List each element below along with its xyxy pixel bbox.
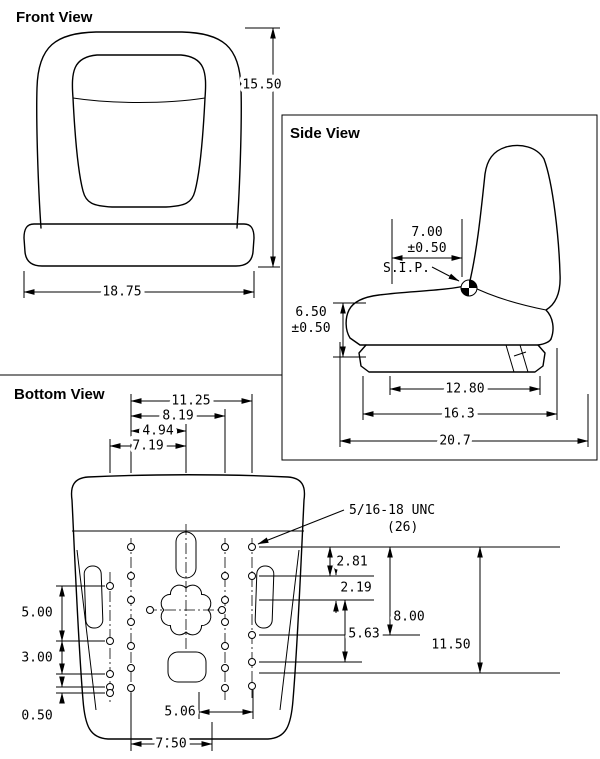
cushion-length-dim-label: 16.3 xyxy=(443,407,474,422)
sip-label: S.I.P. xyxy=(383,261,430,276)
right-dim-1-label: 2.81 xyxy=(336,555,367,570)
front-view-title: Front View xyxy=(16,9,93,26)
mounting-holes xyxy=(106,543,256,697)
side-view-title: Side View xyxy=(290,125,360,142)
lower-cutout xyxy=(167,651,207,683)
front-height-dimension: 15.50 xyxy=(238,27,286,268)
side-view: Side View S.I.P. 7.00 ±0.50 xyxy=(287,125,589,453)
thread-callout: 5/16-18 UNC (26) xyxy=(257,499,439,545)
bottom-dim-2-label: 7.50 xyxy=(155,737,186,752)
bottom-bottom-dimensions: 5.06 7.50 xyxy=(130,690,254,756)
right-dim-5-label: 11.50 xyxy=(431,638,470,653)
front-cushion-outline xyxy=(23,223,255,267)
bottom-top-dimensions: 11.25 8.19 4.94 7.19 xyxy=(109,390,253,473)
side-cushion-length-dimension: 16.3 xyxy=(362,348,558,426)
left-dim-2-label: 3.00 xyxy=(21,651,52,666)
left-dim-3-label: 0.50 xyxy=(21,709,52,724)
front-backrest-inset xyxy=(71,54,207,208)
bottom-dim-1-label: 5.06 xyxy=(164,705,195,720)
seat-height-tol-label: ±0.50 xyxy=(291,321,330,336)
top-dim-3-label: 4.94 xyxy=(142,424,173,439)
side-seat-height-dimension: 6.50 ±0.50 xyxy=(287,301,366,358)
right-rail-slot xyxy=(254,565,275,629)
front-width-dim-label: 18.75 xyxy=(102,285,141,300)
side-overall-length-dimension: 20.7 xyxy=(339,342,589,453)
left-rail-slot xyxy=(83,565,104,629)
bottom-left-dimensions: 5.00 3.00 0.50 xyxy=(17,585,105,728)
thread-callout-line2: (26) xyxy=(387,520,418,535)
bottom-view: Bottom View xyxy=(14,386,560,756)
sip-setback-dim-label: 7.00 xyxy=(411,225,442,240)
sip-setback-tol-label: ±0.50 xyxy=(407,241,446,256)
bottom-view-title: Bottom View xyxy=(14,386,105,403)
base-length-dim-label: 12.80 xyxy=(445,382,484,397)
left-dim-1-label: 5.00 xyxy=(21,606,52,621)
top-dim-2-label: 8.19 xyxy=(162,409,193,424)
side-sip-setback-dimension: 7.00 ±0.50 xyxy=(391,219,463,284)
right-dim-4-label: 5.63 xyxy=(348,627,379,642)
front-width-dimension: 18.75 xyxy=(23,271,255,304)
thread-callout-line1: 5/16-18 UNC xyxy=(349,503,435,518)
right-dim-2-label: 2.19 xyxy=(340,581,371,596)
top-dim-4-label: 7.19 xyxy=(132,439,163,454)
front-height-dim-label: 15.50 xyxy=(242,78,281,93)
front-view: Front View 15.50 18.75 xyxy=(16,9,286,304)
sip-callout: S.I.P. xyxy=(379,257,460,282)
front-backrest-outline xyxy=(36,31,242,229)
view-borders xyxy=(0,114,598,461)
front-inset-seam xyxy=(72,97,206,103)
sip-symbol xyxy=(460,279,478,297)
seat-height-dim-label: 6.50 xyxy=(295,305,326,320)
bottom-right-dimensions: 2.81 2.19 8.00 5.63 11.50 xyxy=(259,546,560,674)
top-dim-1-label: 11.25 xyxy=(171,394,210,409)
side-base-length-dimension: 12.80 xyxy=(389,376,541,401)
overall-length-dim-label: 20.7 xyxy=(439,434,470,449)
right-dim-3-label: 8.00 xyxy=(393,610,424,625)
center-scalloped-knockout xyxy=(160,584,212,636)
